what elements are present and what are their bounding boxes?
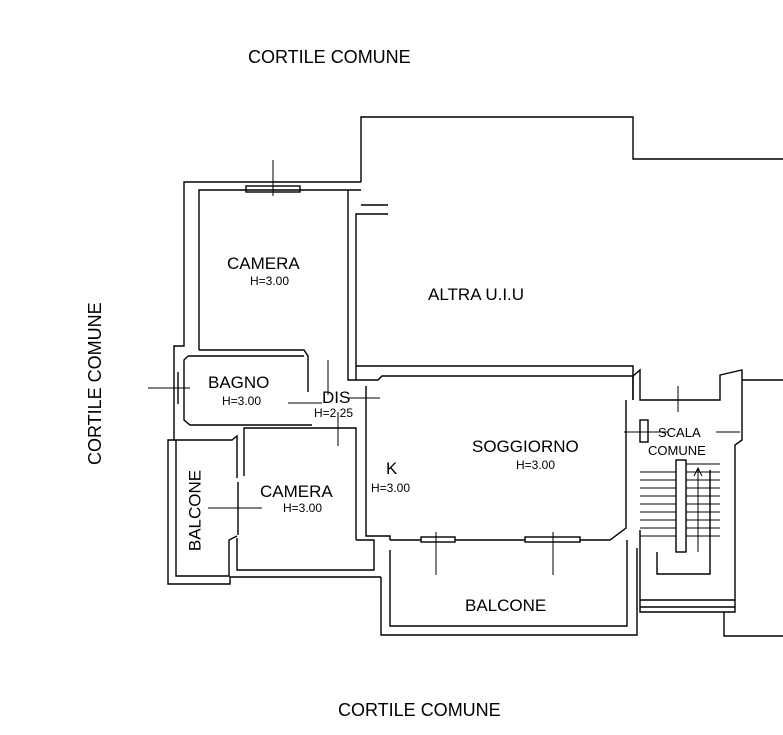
wall — [347, 190, 362, 381]
balcone-side — [175, 440, 238, 577]
wall — [174, 434, 238, 478]
altra-uiu-outline — [360, 116, 783, 182]
room-camera-bottom-name: CAMERA — [260, 482, 333, 501]
label-north-courtyard: CORTILE COMUNE — [248, 47, 411, 67]
inner-wall — [198, 189, 361, 350]
room-dis-height: H=2.25 — [314, 406, 354, 420]
wall — [365, 422, 391, 540]
balcone-bottom-inner — [389, 540, 628, 627]
room-bagno-name: BAGNO — [208, 373, 270, 392]
stair-core — [675, 459, 687, 553]
room-camera-bottom-height: H=3.00 — [283, 501, 323, 515]
stair-wall — [723, 612, 783, 637]
label-south-courtyard: CORTILE COMUNE — [338, 700, 501, 720]
room-scala-line2: COMUNE — [648, 443, 706, 458]
room-soggiorno-height: H=3.00 — [516, 458, 556, 472]
wall — [362, 375, 634, 400]
room-kitchen-height: H=3.00 — [371, 481, 411, 495]
room-camera-top-height: H=3.00 — [250, 274, 290, 288]
room-scala-line1: SCALA — [658, 425, 701, 440]
wall — [243, 427, 357, 540]
room-soggiorno-name: SOGGIORNO — [472, 437, 579, 456]
room-kitchen-name: K — [386, 459, 398, 478]
door — [639, 419, 649, 443]
window — [420, 536, 456, 543]
wall — [236, 538, 375, 571]
room-balcone-bottom-name: BALCONE — [465, 596, 547, 615]
room-bagno-height: H=3.00 — [222, 394, 262, 408]
room-balcone-side-name: BALCONE — [185, 469, 205, 552]
label-west-courtyard: CORTILE COMUNE — [85, 302, 105, 465]
room-altra-uiu-name: ALTRA U.I.U — [428, 285, 525, 304]
room-camera-top-name: CAMERA — [227, 254, 300, 273]
outer-wall — [167, 181, 381, 585]
altra-uiu-inner-wall — [355, 213, 634, 400]
wall — [199, 349, 309, 392]
balcone-bottom — [380, 548, 638, 636]
wall — [183, 355, 312, 426]
stair-wall — [656, 470, 711, 575]
wall — [580, 400, 627, 541]
room-dis-name: DIS — [322, 388, 351, 407]
stair-treads — [640, 463, 720, 537]
stair-wall — [632, 368, 743, 613]
